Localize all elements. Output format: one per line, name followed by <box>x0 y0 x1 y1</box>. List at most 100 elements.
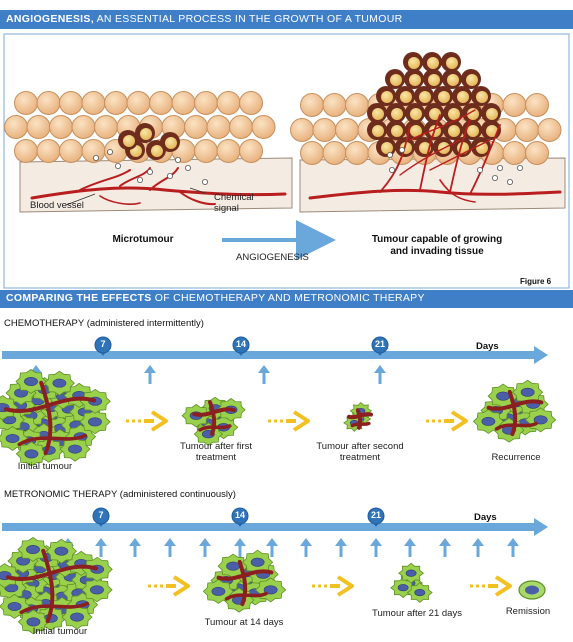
bottom-header-bar <box>0 290 573 308</box>
chemical-signal-dots <box>93 148 208 185</box>
tissue-cell <box>322 93 347 117</box>
tissue-cell <box>345 141 369 165</box>
tissue-cell <box>71 115 96 139</box>
figure-label: Figure 6 <box>520 277 552 286</box>
top-header-bar <box>0 10 573 29</box>
metro-days-label: Days <box>474 512 497 523</box>
metro-title-bold: METRONOMIC THERAPY <box>4 489 118 500</box>
stage-arrow <box>148 575 190 597</box>
chemo-tick-21: 21 <box>374 339 385 349</box>
chemo-title-rest: (administered intermittently) <box>86 318 204 329</box>
tissue-cell <box>4 115 28 139</box>
microtumour-label: Microtumour <box>112 234 174 245</box>
metro-timeline <box>2 507 548 557</box>
stage-arrow <box>268 410 310 432</box>
bottom-header-bold: COMPARING THE EFFECTS <box>6 292 152 304</box>
tissue-cell <box>322 141 347 165</box>
top-header-rest: AN ESSENTIAL PROCESS IN THE GROWTH OF A … <box>96 13 403 25</box>
chemo-stage-second: Tumour after second treatment <box>316 441 404 463</box>
metro-tick-14: 14 <box>234 510 245 520</box>
tissue-cell <box>126 91 151 115</box>
chemo-tumour-second <box>343 401 373 432</box>
tissue-cell <box>216 91 241 115</box>
top-panel-frame <box>3 33 570 289</box>
metro-stage-21: Tumour after 21 days <box>372 608 462 619</box>
chemo-initial-tumour <box>0 369 111 467</box>
tissue-cell <box>49 115 73 139</box>
tissue-cell <box>206 115 231 139</box>
chemo-section-title: CHEMOTHERAPY (administered intermittentl… <box>4 318 204 329</box>
metro-stage-initial: Initial tumour <box>32 626 88 637</box>
tissue-cell <box>300 93 324 117</box>
tissue-cell <box>94 115 118 139</box>
metro-initial-tumour <box>0 537 113 635</box>
blood-vessel-left <box>30 167 287 206</box>
tissue-cell <box>335 118 359 142</box>
tissue-cell <box>239 91 263 115</box>
metro-tick-7: 7 <box>98 510 104 520</box>
chemo-timeline <box>2 336 548 384</box>
tissue-cell <box>26 115 51 139</box>
tissue-cell <box>194 139 218 163</box>
tissue-cell <box>515 118 539 142</box>
tissue-cell <box>36 139 61 163</box>
blood-vessel-label: Blood vessel <box>30 200 84 211</box>
chemo-tick-14: 14 <box>235 339 246 349</box>
tissue-cell <box>312 118 337 142</box>
tissue-cell <box>537 118 562 142</box>
stage-arrow <box>126 410 168 432</box>
chemo-stage-recurrence: Recurrence <box>491 452 541 463</box>
tissue-cell <box>300 141 324 165</box>
stage-arrow <box>312 575 354 597</box>
tissue-cell <box>502 93 527 117</box>
tissue-cell <box>14 91 38 115</box>
growing-tumour-tissue <box>290 52 566 213</box>
tissue-cell <box>59 139 83 163</box>
metro-stage-remission: Remission <box>505 606 551 617</box>
tissue-cell <box>149 91 173 115</box>
angiogenesis-arrow-label: ANGIOGENESIS <box>236 252 309 263</box>
tissue-cell <box>81 91 106 115</box>
tissue-cell <box>184 115 208 139</box>
tissue-cell <box>36 91 61 115</box>
microtumour-tissue <box>4 91 293 213</box>
top-header-title: ANGIOGENESIS, AN ESSENTIAL PROCESS IN TH… <box>6 13 402 25</box>
tissue-cell <box>345 93 369 117</box>
chemo-stage-first: Tumour after first treatment <box>180 441 252 463</box>
top-header-bold: ANGIOGENESIS, <box>6 13 94 25</box>
tissue-cell <box>525 141 549 165</box>
metro-section-title: METRONOMIC THERAPY (administered continu… <box>4 489 236 500</box>
chemo-title-bold: CHEMOTHERAPY <box>4 318 85 329</box>
bottom-header-title: COMPARING THE EFFECTS OF CHEMOTHERAPY AN… <box>6 292 425 304</box>
tissue-cell <box>525 93 549 117</box>
chemo-days-label: Days <box>476 341 499 352</box>
tissue-cell <box>239 139 263 163</box>
chemo-recurrence-tumour <box>472 379 557 443</box>
blood-vessel-right <box>308 109 562 203</box>
tissue-cell <box>251 115 276 139</box>
chemical-signal-label: Chemical signal <box>214 192 254 214</box>
chemo-tick-7: 7 <box>100 339 106 349</box>
chemo-tumour-first <box>181 396 246 446</box>
chemical-signal-dots-right <box>386 146 524 185</box>
stage-arrow <box>426 410 468 432</box>
tissue-cell <box>171 91 196 115</box>
tissue-cell <box>290 118 314 142</box>
tissue-cell <box>59 91 83 115</box>
metro-stage-14: Tumour at 14 days <box>204 617 284 628</box>
chemo-stage-initial: Initial tumour <box>17 461 73 472</box>
metro-tumour-14 <box>202 549 287 613</box>
tissue-cell <box>194 91 218 115</box>
growing-tumour-label: Tumour capable of growing and invading t… <box>371 234 503 257</box>
stage-arrow <box>470 575 512 597</box>
tissue-cell <box>104 91 128 115</box>
metro-tick-21: 21 <box>370 510 381 520</box>
bottom-header-rest: OF CHEMOTHERAPY AND METRONOMIC THERAPY <box>154 292 425 304</box>
tissue-cell <box>502 141 527 165</box>
metro-tumour-21 <box>390 562 433 603</box>
tissue-cell <box>229 115 253 139</box>
metro-title-rest: (administered continuously) <box>119 489 236 500</box>
tissue-cell <box>14 139 38 163</box>
